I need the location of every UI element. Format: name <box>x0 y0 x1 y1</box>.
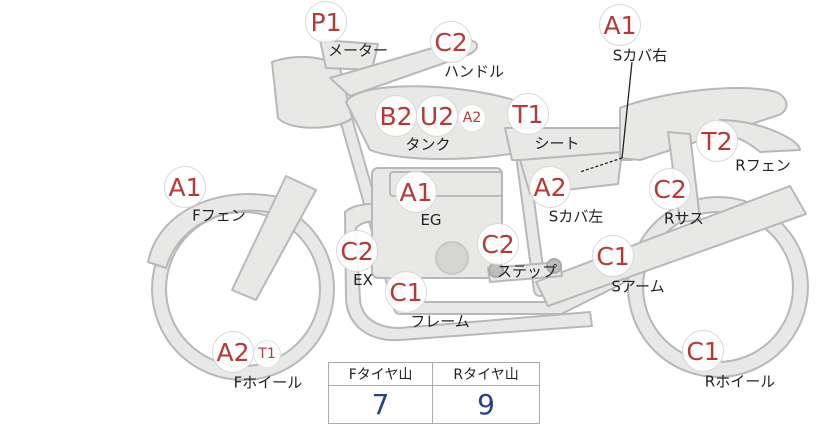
s-cover-right-leader <box>621 61 633 159</box>
damage-badge-s-cover-left: A2 <box>529 166 571 208</box>
label-frame: フレーム <box>410 312 470 331</box>
label-engine: EG <box>420 211 442 229</box>
label-handle: ハンドル <box>443 62 505 81</box>
label-step: ステップ <box>496 262 558 281</box>
swing-arm-shape <box>535 185 807 307</box>
step-shape <box>487 261 563 283</box>
headlight-shape <box>271 55 353 129</box>
label-seat: シート <box>534 134 580 153</box>
front-tire-tread-header: Fタイヤ山 <box>327 362 434 386</box>
damage-badge-tank-b2: B2 <box>375 95 417 137</box>
damage-badge-r-wheel: C1 <box>682 330 724 372</box>
rear-tire-tread-value: 9 <box>432 385 540 424</box>
damage-badge-meter: P1 <box>305 1 347 43</box>
damage-badge-handle: C2 <box>430 21 472 63</box>
label-r-suspension: Rサス <box>663 209 705 228</box>
damage-badge-swing-arm: C1 <box>592 235 634 277</box>
label-s-cover-right: Sカバ右 <box>612 46 668 65</box>
label-tank: タンク <box>405 135 451 154</box>
rear-wheel-shape <box>627 196 809 378</box>
damage-badge-step: C2 <box>477 223 519 265</box>
label-s-cover-left: Sカバ左 <box>548 207 604 226</box>
damage-badge-exhaust: C2 <box>336 230 378 272</box>
label-swing-arm: Sアーム <box>611 277 665 296</box>
damage-badge-engine: A1 <box>395 171 437 213</box>
label-exhaust: EX <box>353 271 373 289</box>
step-peg-rear <box>546 258 562 274</box>
engine-cover <box>435 241 469 275</box>
front-tire-tread-value: 7 <box>327 385 434 424</box>
label-meter: メーター <box>327 41 389 60</box>
label-r-wheel: Rホイール <box>704 372 776 391</box>
label-r-fender: Rフェン <box>735 156 791 175</box>
rear-tire-tread-header: Rタイヤ山 <box>432 362 540 386</box>
damage-badge-s-cover-right: A1 <box>599 4 641 46</box>
damage-badge-tank-u2: U2 <box>416 95 458 137</box>
damage-badge-f-wheel-a2: A2 <box>212 331 254 373</box>
damage-badge-frame: C1 <box>385 271 427 313</box>
label-f-fender: Fフェン <box>192 206 246 225</box>
damage-badge-r-suspension: C2 <box>649 168 691 210</box>
damage-badge-tank-a2: A2 <box>458 104 486 132</box>
front-fork-shape <box>231 175 317 301</box>
s-cover-right-leader-dash <box>579 157 623 173</box>
damage-badge-f-fender: A1 <box>164 166 206 208</box>
label-f-wheel: Fホイール <box>233 373 303 392</box>
damage-badge-r-fender: T2 <box>696 120 738 162</box>
damage-badge-seat: T1 <box>507 93 549 135</box>
tire-tread-table: Fタイヤ山 Rタイヤ山 7 9 <box>327 362 540 424</box>
damage-badge-f-wheel-t1: T1 <box>253 340 281 368</box>
